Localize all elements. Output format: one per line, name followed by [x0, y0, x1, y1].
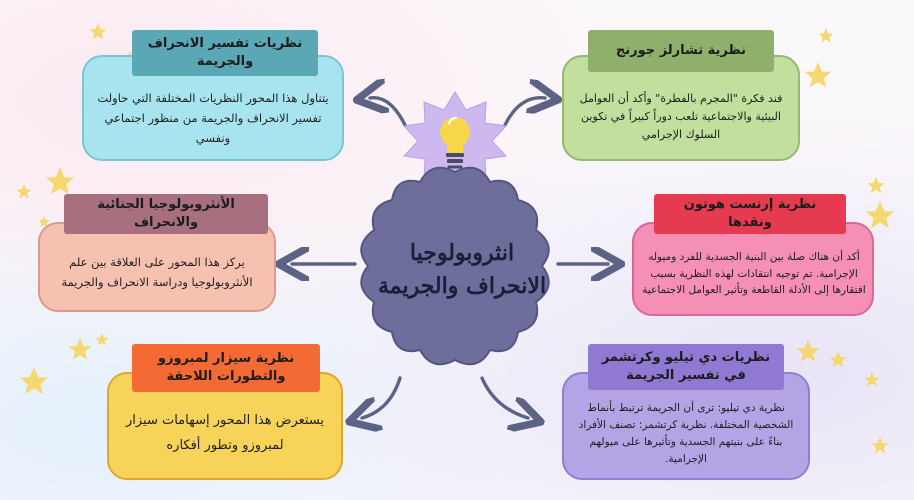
- card-goring-theory-body: فند فكرة "المجرم بالفطرة" وأكد أن العوام…: [579, 91, 783, 142]
- arrow-to-bottom-left: [362, 376, 402, 418]
- card-theories-of-deviance-body: يتناول هذا المحور النظريات المختلفة التي…: [97, 90, 329, 146]
- card-criminal-anthropology-heading: الأنثروبولوجيا الجنائية والانحراف: [64, 194, 268, 234]
- card-hooton-theory-heading: نظرية إرنست هوتون ونقدها: [654, 194, 846, 234]
- card-goring-theory-heading: نظرية تشارلز جورنج: [588, 30, 774, 72]
- center-title: انثروبولوجيا الانحراف والجريمة: [377, 240, 547, 299]
- card-lombroso-theory-body: يستعرض هذا المحور إسهامات سيزار لمبروزو …: [125, 413, 325, 453]
- card-theories-of-deviance-heading: نظريات تفسير الانحراف والجريمة: [132, 30, 318, 76]
- lightbulb-badge: [402, 91, 508, 191]
- card-di-tullio-kretschmer-heading: نظريات دي تيليو وكرتشمر في تفسير الجريمة: [588, 344, 784, 390]
- card-hooton-theory-body: أكد أن هناك صلة بين البنية الجسدية للفرد…: [642, 250, 866, 297]
- lightbulb-icon: [440, 116, 470, 169]
- card-di-tullio-kretschmer-body: نظرية دي تيليو: ترى أن الجريمة ترتبط بأن…: [578, 402, 794, 465]
- center-scalloped-shape: [360, 166, 550, 366]
- arrow-to-bottom-right: [480, 376, 528, 418]
- arrow-to-top-left: [370, 98, 407, 127]
- card-criminal-anthropology-body: يركز هذا المحور على العلاقة بين علم الأن…: [61, 254, 253, 289]
- card-di-tullio-kretschmer: [562, 372, 810, 480]
- card-hooton-theory: [632, 222, 874, 316]
- card-lombroso-theory-heading: نظرية سيزار لمبروزو والتطورات اللاحقة: [132, 344, 320, 392]
- arrow-to-top-right: [503, 98, 545, 127]
